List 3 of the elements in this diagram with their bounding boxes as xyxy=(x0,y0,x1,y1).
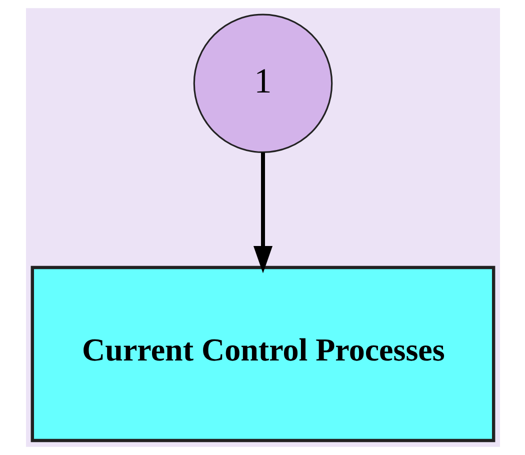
node-box: Current Control Processes xyxy=(30,266,495,442)
node-circle: 1 xyxy=(192,14,332,154)
arrow xyxy=(252,152,272,274)
